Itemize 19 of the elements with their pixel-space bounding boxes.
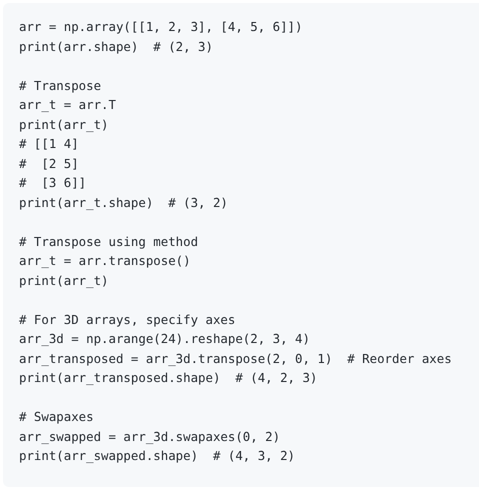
code-line: # Swapaxes [19,409,94,425]
code-line: print(arr_transposed.shape) # (4, 2, 3) [19,370,318,386]
code-line: arr_transposed = arr_3d.transpose(2, 0, 1) # Reorder axes [19,350,452,366]
code-line: # [2 5] [19,156,79,172]
code-line: arr_3d = np.arange(24).reshape(2, 3, 4) [19,331,310,347]
code-line: # [3 6]] [19,175,86,191]
code-line: # [[1 4] [19,136,79,152]
code-line: # Transpose [19,78,102,94]
code-line: arr_t = arr.T [19,97,116,113]
code-line: arr = np.array([[1, 2, 3], [4, 5, 6]]) [19,19,302,35]
code-line: print(arr_t.shape) # (3, 2) [19,194,228,210]
code-line: print(arr_t) [19,116,109,132]
code-line: # For 3D arrays, specify axes [19,312,236,328]
code-line: print(arr.shape) # (2, 3) [19,38,213,54]
code-line: print(arr_t) [19,272,109,288]
code-line: print(arr_swapped.shape) # (4, 3, 2) [19,448,296,464]
code-line: # Transpose using method [19,234,198,250]
code-line: arr_swapped = arr_3d.swapaxes(0, 2) [19,428,280,444]
code-line: arr_t = arr.transpose() [19,253,191,269]
